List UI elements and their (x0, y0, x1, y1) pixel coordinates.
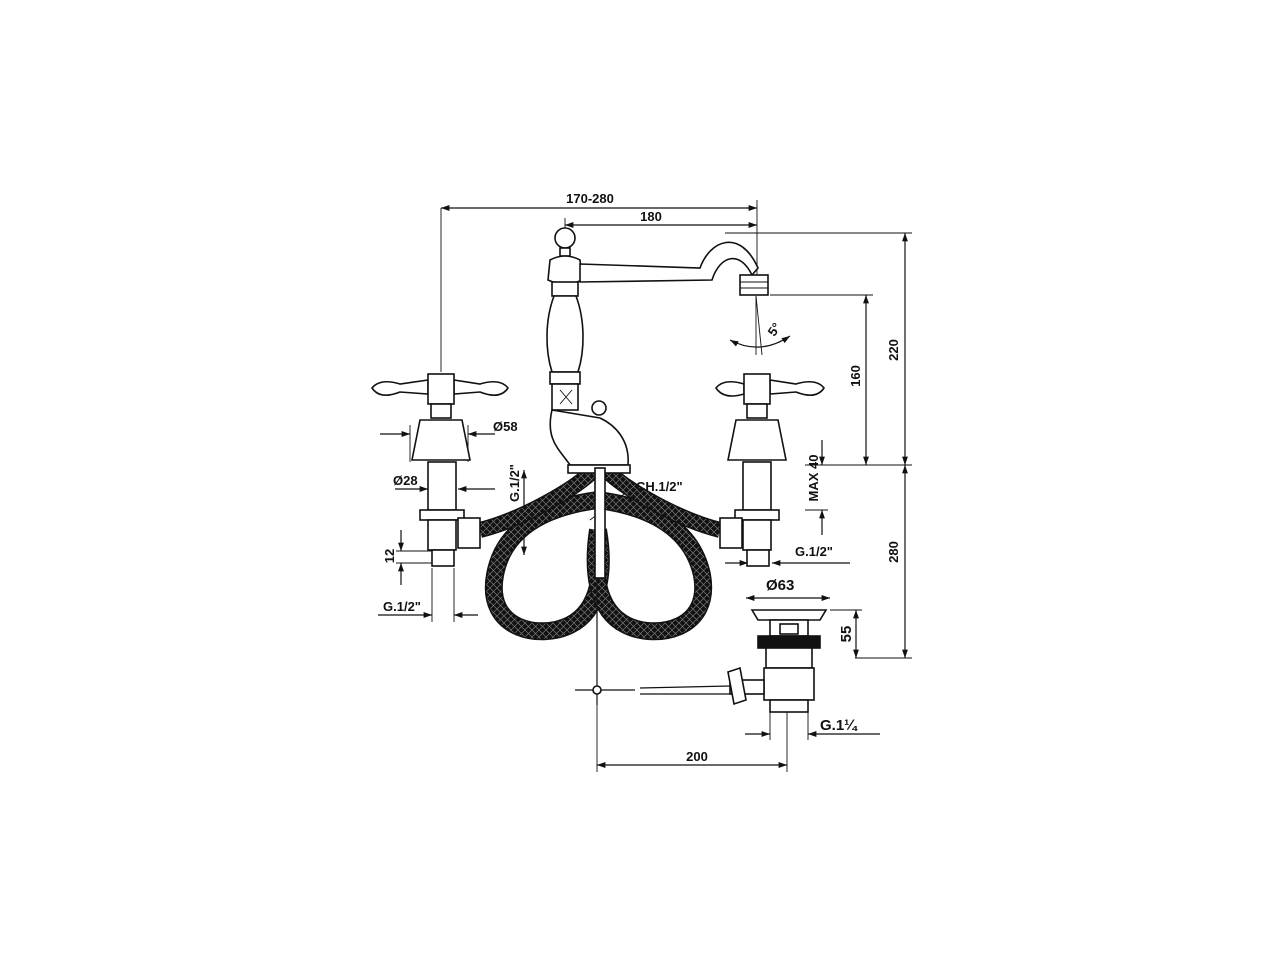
dim-spout-angle: 5° (765, 320, 784, 339)
dim-total-height: 220 (886, 339, 901, 361)
dim-spout-height: 160 (848, 365, 863, 387)
dimension-labels: 170-280 180 220 160 5° Ø58 Ø28 G.1/2" CH… (382, 191, 901, 764)
dim-overall-spread: 170-280 (566, 191, 614, 206)
left-cross-handle (371, 373, 509, 567)
dim-max-deck: MAX 40 (806, 455, 821, 502)
pop-up-waste (727, 609, 828, 713)
dim-spout-reach: 180 (640, 209, 662, 224)
dim-lower-length: 280 (886, 541, 901, 563)
dim-inlet-thread-vertical: G.1/2" (507, 464, 522, 502)
dim-nut-height: 12 (382, 549, 397, 563)
dim-right-inlet-thread: G.1/2" (795, 544, 833, 559)
dim-drain-diameter: Ø63 (766, 577, 794, 594)
dim-left-inlet-thread: G.1/2" (383, 599, 421, 614)
dim-hose-connector: CH.1/2" (636, 479, 683, 494)
dim-drain-thread: G.1¼ (820, 717, 858, 734)
right-cross-handle (715, 373, 825, 567)
dim-shank-diameter: Ø28 (393, 473, 418, 488)
dimension-lines (378, 200, 912, 772)
pop-up-rod (575, 467, 731, 705)
flexible-hoses (477, 462, 723, 641)
dim-handle-diameter: Ø58 (493, 419, 518, 434)
dim-rod-length: 200 (686, 749, 708, 764)
dim-drain-height: 55 (838, 626, 855, 643)
